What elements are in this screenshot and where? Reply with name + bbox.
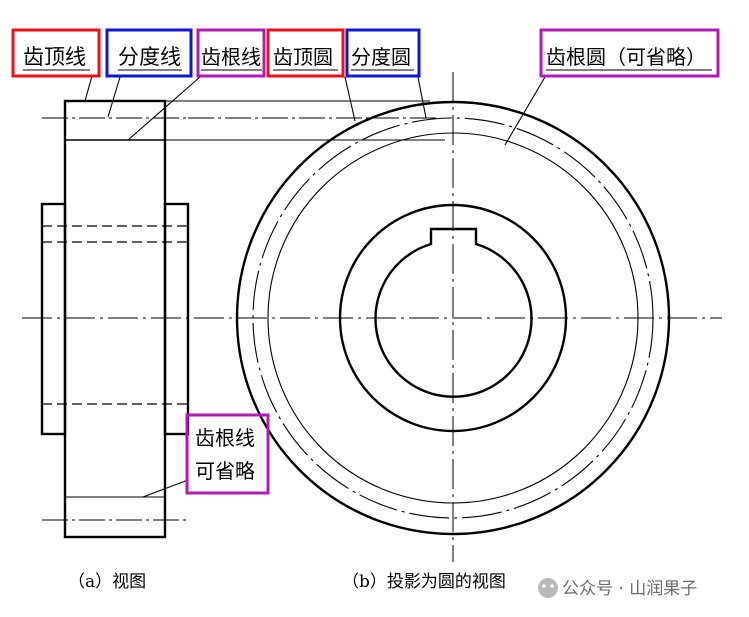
leader-tip-circle [344, 76, 356, 122]
circle-view [235, 72, 671, 562]
red-box [266, 28, 345, 78]
bore-with-keyway [374, 227, 533, 398]
label-root-line: 齿根线 [196, 28, 266, 78]
hub-right [163, 202, 190, 436]
pitch-circle [252, 117, 654, 519]
leader-lines [84, 75, 546, 498]
blue-box [345, 28, 421, 78]
purple-box [539, 28, 720, 78]
label-root-circle: 齿根圆（可省略） [539, 28, 720, 78]
label-text: 分度圆 [351, 45, 411, 69]
hub-left [40, 202, 67, 436]
leader-pitch-circle [417, 76, 427, 119]
blue-box [105, 28, 193, 78]
label-root-line-optional: 齿根线 可省略 [185, 413, 270, 495]
gear-body [63, 99, 167, 539]
label-text-line2: 可省略 [195, 459, 255, 483]
label-text: 分度线 [118, 45, 181, 69]
wechat-icon [538, 578, 558, 598]
red-box [11, 28, 101, 78]
purple-box [196, 28, 266, 78]
leader-root-optional [142, 479, 189, 498]
label-text: 齿根线 [201, 45, 261, 69]
label-pitch-circle: 分度圆 [345, 28, 421, 78]
leader-root-line [127, 76, 201, 141]
leader-root-circle [504, 76, 546, 146]
caption-view-a: （a）视图 [68, 572, 146, 592]
purple-box [185, 413, 270, 495]
wechat-icon-eye-2 [550, 584, 554, 588]
side-view [22, 99, 722, 539]
label-pitch-line: 分度线 [105, 28, 193, 78]
leader-tip-line [84, 75, 93, 102]
label-tip-line: 齿顶线 [11, 28, 101, 78]
label-text-line1: 齿根线 [195, 426, 255, 450]
watermark: 公众号 · 山润果子 [538, 578, 697, 599]
wechat-icon-eye-1 [542, 584, 546, 588]
leader-pitch-line [107, 76, 121, 118]
label-text: 齿根圆（可省略） [546, 45, 706, 69]
label-tip-circle: 齿顶圆 [266, 28, 345, 78]
caption-view-b: （b）投影为圆的视图 [342, 572, 506, 592]
label-text: 齿顶线 [23, 45, 86, 69]
watermark-text: 公众号 · 山润果子 [562, 579, 697, 599]
label-text: 齿顶圆 [273, 45, 333, 69]
